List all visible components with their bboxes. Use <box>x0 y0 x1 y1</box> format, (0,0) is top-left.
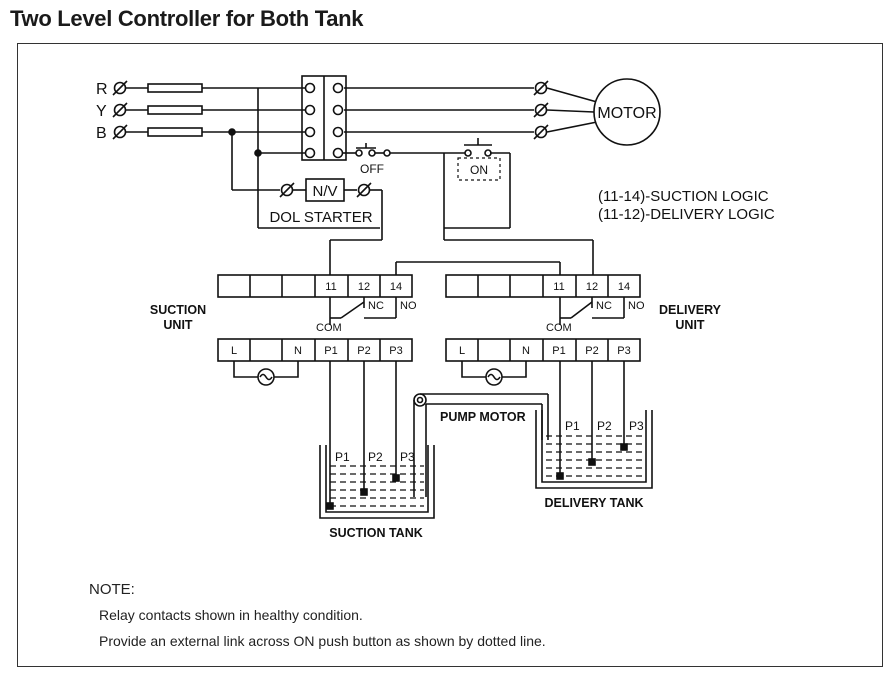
suction-unit-label-2: UNIT <box>163 318 193 332</box>
suction-tank-outline <box>319 445 435 519</box>
suction-terminal-n: N <box>294 345 302 357</box>
delivery-probe-p1 <box>556 472 564 480</box>
nv-coil-label: N/V <box>312 183 337 200</box>
suction-no-label: NO <box>400 300 417 312</box>
delivery-terminal-14: 14 <box>618 281 630 293</box>
suction-probe-p2-label: P2 <box>368 450 383 464</box>
suction-terminal-p1: P1 <box>324 345 337 357</box>
delivery-unit-label-1: DELIVERY <box>659 303 722 317</box>
suction-unit-label-1: SUCTION <box>150 303 206 317</box>
phase-b-terminal <box>113 125 127 139</box>
delivery-terminal-p2: P2 <box>585 345 598 357</box>
motor-label: MOTOR <box>597 105 656 122</box>
delivery-nc-label: NC <box>596 300 612 312</box>
delivery-probe-p3 <box>620 443 628 451</box>
suction-nc-label: NC <box>368 300 384 312</box>
suction-probe-p1-label: P1 <box>335 450 350 464</box>
on-button-link <box>457 157 501 181</box>
delivery-tank-label: DELIVERY TANK <box>544 496 643 510</box>
delivery-terminal-p3: P3 <box>617 345 630 357</box>
suction-terminal-14: 14 <box>390 281 402 293</box>
delivery-com-label: COM <box>546 322 572 334</box>
phase-y-terminal <box>113 103 127 117</box>
phase-r: R <box>96 80 305 98</box>
phase-r-terminal <box>113 81 127 95</box>
page-title: Two Level Controller for Both Tank <box>10 6 364 31</box>
suction-probe-p3 <box>392 474 400 482</box>
diagram-frame <box>17 43 883 667</box>
phase-y-label: Y <box>96 103 107 120</box>
note-line-1: Relay contacts shown in healthy conditio… <box>99 607 363 623</box>
dol-starter: N/V OFF DOL STARTER ON <box>228 75 511 240</box>
delivery-probe-p2 <box>588 458 596 466</box>
suction-unit: 11 12 14 NC NO COM SUCTION UNIT L N P1 P… <box>150 274 417 386</box>
delivery-logic-note: (11-12)-DELIVERY LOGIC <box>598 206 775 223</box>
suction-terminal-p2: P2 <box>357 345 370 357</box>
suction-tank-label: SUCTION TANK <box>329 526 423 540</box>
delivery-terminal-p1: P1 <box>552 345 565 357</box>
phase-r-fuse <box>147 83 203 93</box>
suction-relay-contact <box>340 301 365 319</box>
off-button-label: OFF <box>360 162 384 176</box>
motor: MOTOR <box>344 78 661 146</box>
dol-starter-label: DOL STARTER <box>269 209 372 226</box>
suction-probe-p3-label: P3 <box>400 450 415 464</box>
delivery-terminal-12: 12 <box>586 281 598 293</box>
delivery-relay-contact <box>570 301 593 319</box>
phase-y: Y <box>96 102 305 120</box>
pump-motor-label: PUMP MOTOR <box>440 410 526 424</box>
delivery-probe-p1-label: P1 <box>565 419 580 433</box>
suction-com-label: COM <box>316 322 342 334</box>
delivery-terminal-11: 11 <box>553 281 564 293</box>
suction-logic-note: (11-14)-SUCTION LOGIC <box>598 188 769 205</box>
phase-y-fuse <box>147 105 203 115</box>
motor-symbol <box>593 78 661 146</box>
delivery-unit-label-2: UNIT <box>675 318 705 332</box>
phase-b-label: B <box>96 125 107 142</box>
delivery-terminal-n: N <box>522 345 530 357</box>
note-line-2: Provide an external link across ON push … <box>99 633 546 649</box>
phase-r-label: R <box>96 81 108 98</box>
note-heading: NOTE: <box>89 581 135 598</box>
delivery-probe-p3-label: P3 <box>629 419 644 433</box>
delivery-probe-p2-label: P2 <box>597 419 612 433</box>
suction-probe-p2 <box>360 488 368 496</box>
suction-terminal-l: L <box>231 345 237 357</box>
suction-terminal-12: 12 <box>358 281 370 293</box>
pump-motor-icon <box>413 393 427 407</box>
suction-terminal-11: 11 <box>325 281 336 293</box>
delivery-no-label: NO <box>628 300 645 312</box>
phase-b-fuse <box>147 127 203 137</box>
delivery-tank-outline <box>535 410 653 489</box>
on-button-label: ON <box>470 163 488 177</box>
suction-terminal-p3: P3 <box>389 345 402 357</box>
suction-tank: P1 P2 P3 SUCTION TANK <box>319 361 435 540</box>
delivery-unit: 11 12 14 NC NO COM DELIVERY UNIT L N P1 … <box>445 274 722 386</box>
suction-probe-p1 <box>326 502 334 510</box>
delivery-terminal-l: L <box>459 345 465 357</box>
phase-b: B <box>96 124 305 142</box>
delivery-tank: P1 P2 P3 DELIVERY TANK <box>535 361 653 510</box>
